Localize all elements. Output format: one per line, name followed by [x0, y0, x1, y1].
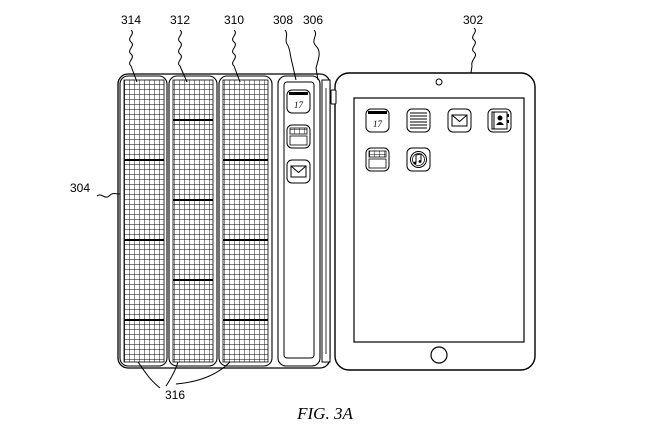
strip-calendar-day: 17: [294, 100, 303, 110]
ref-310: 310: [224, 13, 245, 27]
cover-segment-312: [168, 75, 218, 367]
screen-notes-icon: [406, 108, 431, 133]
ref-304: 304: [70, 181, 91, 195]
screen-calendar-day: 17: [373, 119, 382, 129]
cover-segment-310: [218, 75, 273, 367]
ref-308: 308: [273, 13, 294, 27]
screen-video-icon: [365, 147, 390, 172]
ref-312: 312: [170, 13, 191, 27]
strip-calendar-icon: [286, 89, 311, 114]
cover-segment-314: [119, 75, 168, 367]
tablet-device: [330, 72, 536, 371]
screen-calendar-icon: [365, 108, 390, 133]
leader-lines: [96, 27, 477, 389]
screen-contacts-icon: [487, 108, 512, 133]
cover-segment-308: [277, 75, 321, 367]
screen-mail-icon: [447, 108, 472, 133]
ref-302: 302: [463, 13, 484, 27]
strip-video-icon: [286, 124, 311, 149]
ref-316: 316: [165, 388, 186, 402]
figure-caption: FIG. 3A: [297, 404, 353, 423]
grid-dividers: [124, 119, 268, 321]
ref-314: 314: [121, 13, 142, 27]
strip-mail-icon: [286, 159, 311, 184]
ref-306: 306: [303, 13, 324, 27]
screen-music-icon: [406, 147, 431, 172]
